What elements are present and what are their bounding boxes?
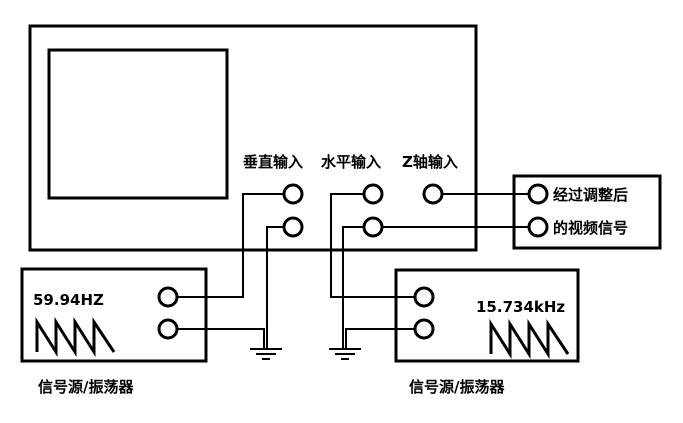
left-generator-frequency: 59.94HZ — [33, 291, 104, 309]
right-sawtooth-wave — [489, 318, 570, 360]
right-generator-box — [394, 268, 580, 363]
right-generator-frequency: 15.734kHz — [476, 298, 565, 316]
vertical-input-label: 垂直输入 — [243, 153, 303, 171]
left-generator-jack-2 — [157, 318, 179, 340]
left-generator-box — [20, 267, 208, 363]
video-signal-box — [512, 174, 662, 250]
ground-symbol-left — [250, 348, 282, 360]
z-axis-input-jack — [422, 183, 444, 205]
left-generator-jack-1 — [157, 286, 179, 308]
wire-horizontal-to-right-gen — [330, 193, 415, 298]
oscilloscope-screen — [47, 48, 229, 200]
wire-right-gen-to-ground — [345, 328, 415, 348]
z-axis-input-label: Z轴输入 — [402, 153, 458, 171]
right-generator-jack-1 — [413, 286, 435, 308]
video-signal-label-line2: 的视频信号 — [553, 219, 628, 237]
left-generator-caption: 信号源/振荡器 — [38, 378, 134, 396]
left-sawtooth-wave — [35, 316, 116, 358]
right-generator-jack-2 — [413, 318, 435, 340]
video-jack-1 — [527, 183, 549, 205]
wire-horizontal-to-ground — [342, 226, 364, 348]
video-signal-label-line1: 经过调整后 — [553, 186, 628, 204]
video-jack-2 — [527, 216, 549, 238]
oscilloscope-body — [28, 24, 478, 252]
vertical-input-jack-1 — [282, 183, 304, 205]
horizontal-input-label: 水平输入 — [321, 153, 381, 171]
vertical-input-jack-2 — [282, 216, 304, 238]
wire-vertical-to-ground — [266, 226, 284, 348]
horizontal-input-jack-2 — [362, 216, 384, 238]
wire-left-gen-to-vertical — [177, 193, 284, 298]
right-generator-caption: 信号源/振荡器 — [409, 378, 505, 396]
horizontal-input-jack-1 — [362, 183, 384, 205]
wire-left-gen-to-ground — [177, 328, 265, 348]
ground-symbol-right — [329, 348, 361, 360]
